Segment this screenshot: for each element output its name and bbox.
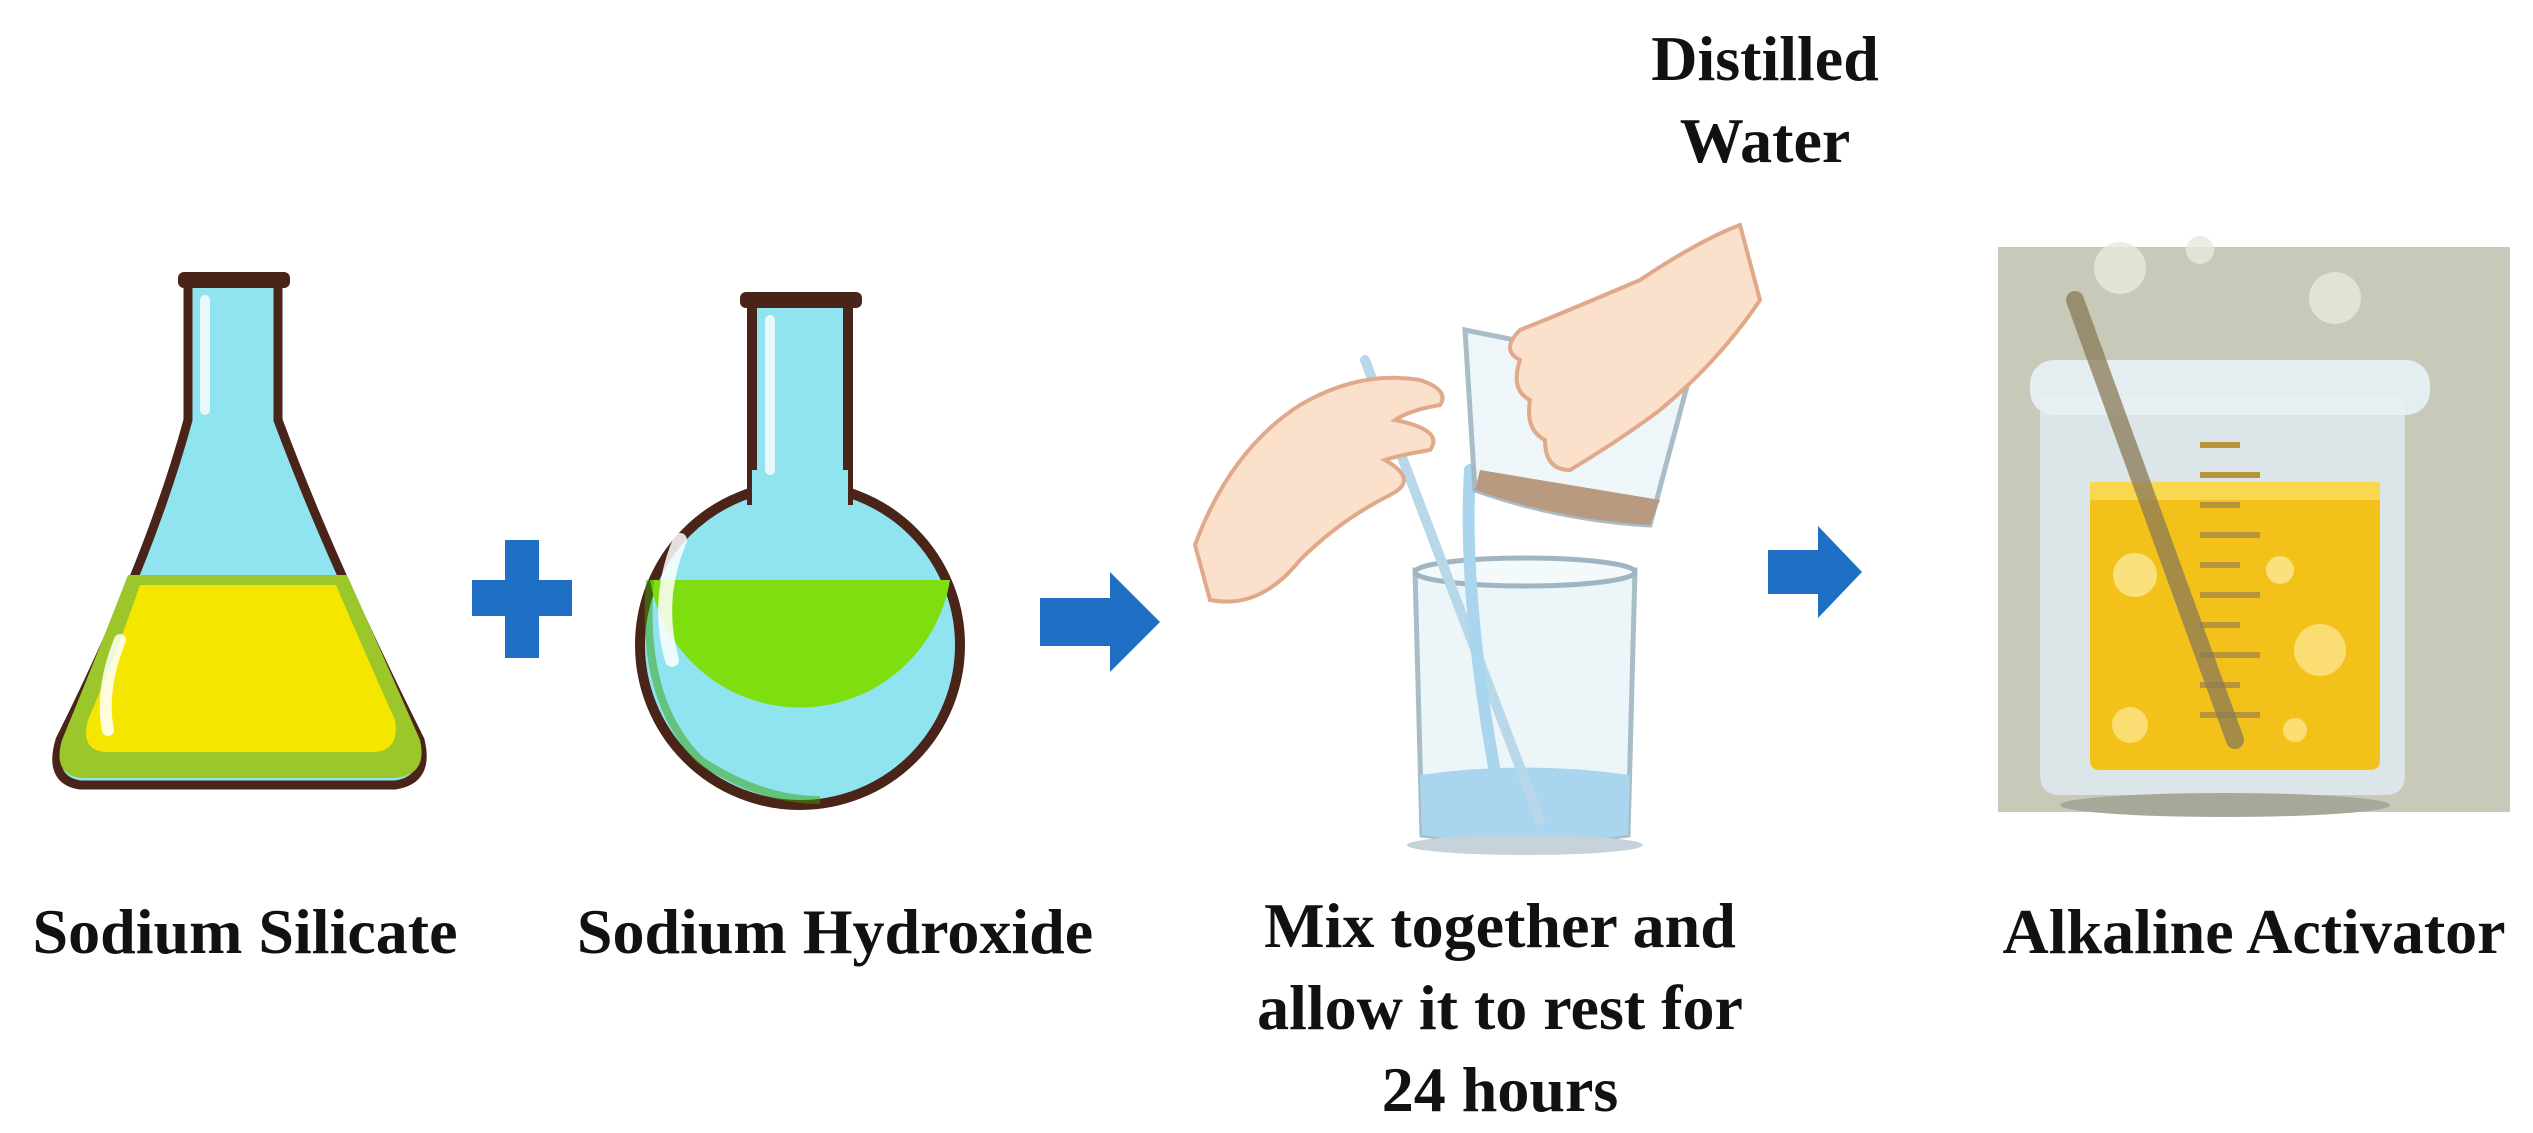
- alkaline-activator-label: Alkaline Activator: [2002, 896, 2506, 967]
- plus-icon: [472, 540, 572, 658]
- mix-instruction-label: Mix together and allow it to rest for 24…: [1200, 885, 1800, 1131]
- arrow-right-icon: [1768, 526, 1862, 618]
- mix-instruction-line: 24 hours: [1381, 1054, 1619, 1125]
- activator-beaker-illustration: [1998, 236, 2510, 817]
- distilled-water-label: Distilled Water: [1620, 18, 1910, 182]
- round-bottom-flask-icon: [635, 292, 965, 810]
- mix-instruction-line: Mix together and: [1264, 890, 1736, 961]
- mix-instruction-line: allow it to rest for: [1257, 972, 1743, 1043]
- arrow-right-icon: [1040, 572, 1160, 672]
- mixing-beakers-illustration: [1192, 222, 1763, 855]
- sodium-hydroxide-label: Sodium Hydroxide: [576, 896, 1094, 967]
- distilled-water-label-line: Distilled: [1651, 23, 1879, 94]
- erlenmeyer-flask-icon: [52, 272, 427, 790]
- distilled-water-label-line: Water: [1679, 105, 1851, 176]
- sodium-silicate-label: Sodium Silicate: [32, 896, 458, 967]
